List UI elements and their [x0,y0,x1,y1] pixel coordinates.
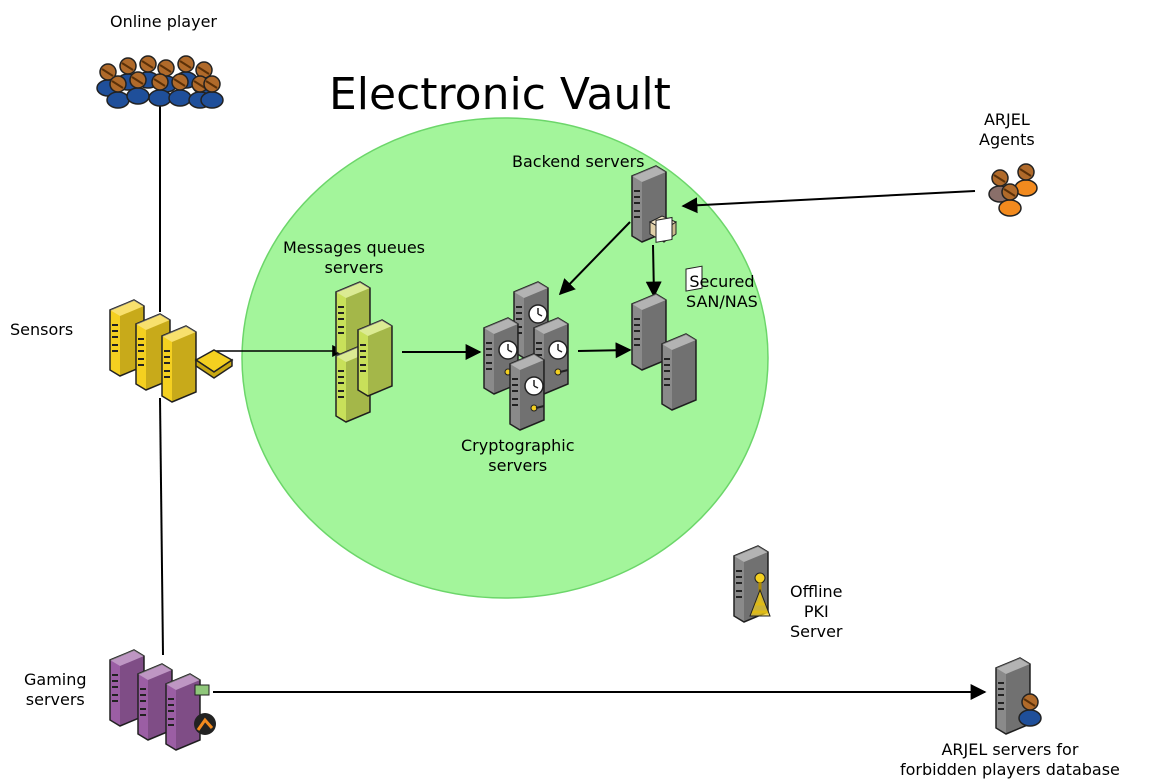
messages-queues-label: Messages queues servers [283,238,425,278]
offline-pki-server-icon [733,545,771,623]
gaming-server-icon [109,649,216,751]
arjel-agents-label: ARJEL Agents [979,110,1035,150]
san-nas-server-icon [631,216,703,411]
diagram-title: Electronic Vault [329,69,671,120]
arjel-servers-label-line1: ARJEL servers for [941,740,1079,759]
offline-pki-label-line3: Server [790,622,843,641]
arjel-agents-group-icon [988,163,1038,217]
gaming-servers-label: Gaming servers [24,670,87,710]
cryptographic-servers-label-line2: servers [488,456,548,475]
sensors-server-icon [109,299,234,403]
backend-servers-label: Backend servers [512,152,645,171]
link-sensors-gaming [159,397,164,656]
arjel-servers-label-line2: forbidden players database [900,760,1120,779]
secured-san-nas-label-line2: SAN/NAS [686,292,758,311]
secured-san-nas-label-line1: Secured [689,272,755,291]
gaming-servers-label-line1: Gaming [24,670,87,689]
arjel-servers-label: ARJEL servers for forbidden players data… [900,740,1120,780]
offline-pki-label-line1: Offline [790,582,843,601]
secured-san-nas-label: Secured SAN/NAS [686,272,758,312]
gaming-servers-label-line2: servers [25,690,85,709]
link-backend-crypto [558,221,631,296]
arjel-agents-label-line1: ARJEL [983,110,1030,129]
messages-queues-label-line2: servers [324,258,384,277]
messages-queues-label-line1: Messages queues [283,238,426,257]
online-player-label: Online player [110,12,217,31]
arjel-database-server-icon [995,657,1042,735]
link-backend-san [645,244,662,298]
offline-pki-label: Offline PKI Server [790,582,843,642]
cryptographic-servers-label: Cryptographic servers [461,436,575,476]
link-agents-backend [681,190,976,214]
sensors-label: Sensors [10,320,74,339]
cryptographic-servers-label-line1: Cryptographic [461,436,575,455]
arjel-agents-label-line2: Agents [979,130,1035,149]
offline-pki-label-line2: PKI [803,602,829,621]
link-crypto-san [577,342,632,359]
online-player-group-icon [96,55,224,109]
